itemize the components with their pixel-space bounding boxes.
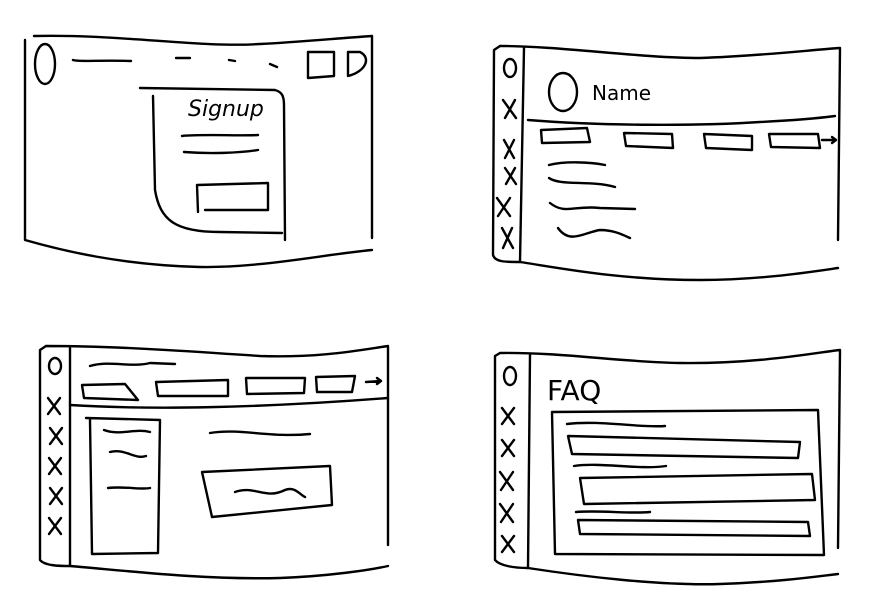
list-line (556, 226, 632, 240)
avatar-circle (547, 71, 579, 113)
sketch-content (38, 344, 390, 580)
sidebar-home-circle (502, 365, 518, 387)
panel-line (108, 449, 148, 459)
sidebar-home-circle (47, 356, 63, 376)
list-line (548, 201, 637, 211)
sketch-signup: Signup (23, 34, 374, 269)
signup-card (138, 86, 287, 242)
faq-bar (578, 472, 817, 506)
faq-bar (576, 518, 812, 538)
sidebar-x-marks (495, 98, 518, 250)
content-heading-line (208, 430, 312, 437)
input-line (180, 133, 260, 138)
sidebar-divider (526, 352, 532, 570)
tab-arrow (820, 135, 838, 145)
list-line (547, 176, 617, 189)
sketch-faq: FAQ (493, 348, 842, 586)
tab-box (244, 376, 307, 396)
tab-arrow (364, 376, 383, 386)
question-line (565, 421, 667, 428)
nav-dashes (174, 56, 279, 69)
sidebar-divider (518, 46, 526, 264)
faq-title: FAQ (547, 374, 601, 407)
window-button-square (306, 50, 336, 80)
nav-line (71, 58, 133, 63)
window-frame (38, 344, 390, 580)
content-box (200, 464, 334, 519)
tab-box (622, 131, 675, 150)
window-frame (23, 34, 374, 269)
panel-line (102, 428, 152, 434)
faq-container (550, 408, 826, 557)
tab-box (80, 382, 140, 402)
logo-circle (33, 42, 57, 86)
content-squiggle (233, 487, 307, 499)
tab-box (314, 374, 357, 394)
faq-bar (566, 434, 802, 460)
side-panel (84, 416, 162, 556)
question-line (574, 510, 652, 514)
list-line (547, 161, 607, 167)
title-squiggle (88, 361, 177, 368)
tab-box (154, 378, 230, 398)
profile-name: Name (592, 81, 651, 105)
window-button-d (346, 50, 368, 78)
panel-line (106, 486, 152, 490)
window-frame (491, 44, 842, 282)
header-divider (68, 396, 390, 409)
header-divider (526, 114, 837, 126)
tab-box (702, 132, 754, 152)
tab-box (767, 132, 822, 150)
question-line (572, 463, 668, 469)
window-frame (493, 348, 842, 586)
signup-title: Signup (188, 97, 264, 122)
sidebar-x-marks (46, 396, 64, 536)
sidebar-home-circle (502, 57, 518, 79)
tab-box (539, 126, 592, 145)
input-line (182, 148, 260, 155)
sketch-profile: Name (491, 44, 842, 282)
sidebar-x-marks (498, 406, 516, 554)
submit-button (195, 181, 270, 214)
